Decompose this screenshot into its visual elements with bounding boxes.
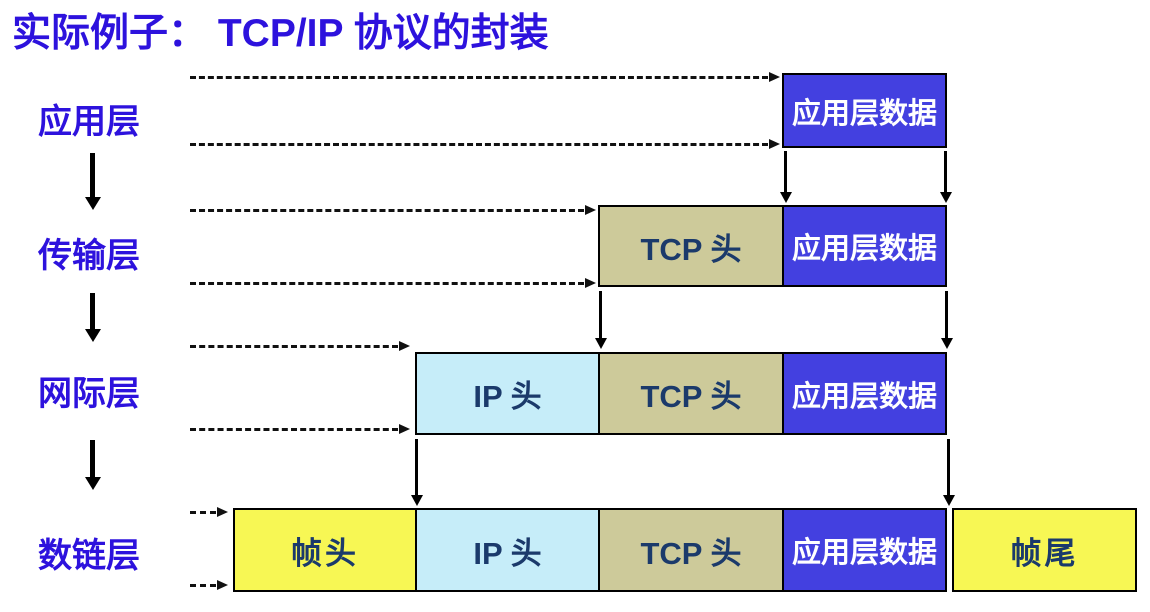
box-tcp-header-row3: TCP 头 <box>598 352 784 435</box>
encapsulation-arrow-icon <box>779 151 792 203</box>
encapsulation-arrow-icon <box>410 439 423 506</box>
dashed-arrow-internet-bottom <box>190 424 410 434</box>
dashed-arrow-internet-top <box>190 341 410 351</box>
box-tcp-header-row4: TCP 头 <box>598 508 784 592</box>
layer-label-internet: 网际层 <box>38 375 140 413</box>
encapsulation-arrow-icon <box>940 291 953 349</box>
box-app-data-row1: 应用层数据 <box>782 73 947 148</box>
box-app-data-row3: 应用层数据 <box>782 352 947 435</box>
dashed-arrow-app-top <box>190 72 780 82</box>
box-app-data-row2: 应用层数据 <box>782 205 947 287</box>
box-ip-header-row3: IP 头 <box>415 352 600 435</box>
box-frame-header-row4: 帧头 <box>233 508 417 592</box>
layer-label-transport: 传输层 <box>38 237 140 275</box>
box-frame-trailer-row4: 帧尾 <box>952 508 1137 592</box>
down-arrow-icon <box>84 440 101 490</box>
box-tcp-header-row2: TCP 头 <box>598 205 784 287</box>
down-arrow-icon <box>84 153 101 210</box>
dashed-arrow-datalink-bottom <box>190 580 228 590</box>
box-app-data-row4: 应用层数据 <box>782 508 947 592</box>
encapsulation-arrow-icon <box>939 151 952 203</box>
layer-label-application: 应用层 <box>38 103 140 141</box>
down-arrow-icon <box>84 293 101 342</box>
dashed-arrow-app-bottom <box>190 139 780 149</box>
dashed-arrow-transport-bottom <box>190 278 596 288</box>
layer-label-datalink: 数链层 <box>38 537 140 575</box>
dashed-arrow-transport-top <box>190 205 596 215</box>
page-title: 实际例子： TCP/IP 协议的封装 <box>12 12 549 55</box>
encapsulation-arrow-icon <box>942 439 955 506</box>
box-ip-header-row4: IP 头 <box>415 508 600 592</box>
dashed-arrow-datalink-top <box>190 507 228 517</box>
encapsulation-arrow-icon <box>594 291 607 349</box>
